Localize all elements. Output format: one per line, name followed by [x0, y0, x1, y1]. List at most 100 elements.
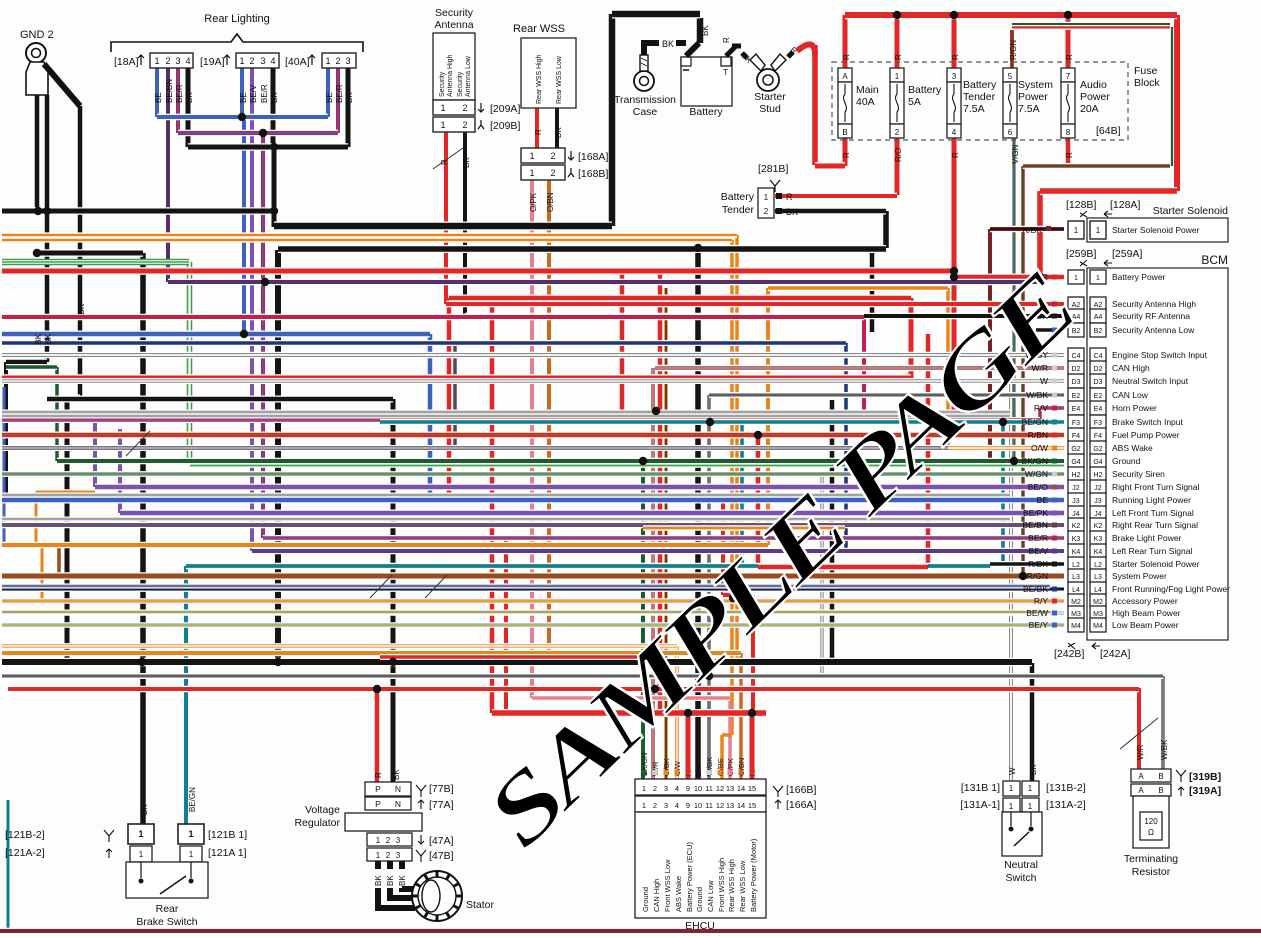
svg-text:[259B]: [259B] — [1066, 248, 1096, 260]
svg-text:A: A — [1138, 772, 1144, 781]
svg-text:BE/O: BE/O — [1028, 482, 1049, 492]
svg-text:[131A-2]: [131A-2] — [1046, 799, 1086, 811]
svg-text:BE/BN: BE/BN — [1022, 520, 1048, 530]
svg-text:Stud: Stud — [759, 103, 781, 115]
svg-text:1: 1 — [895, 72, 900, 81]
svg-text:3: 3 — [345, 56, 350, 66]
svg-text:Main: Main — [856, 84, 879, 96]
svg-text:Battery: Battery — [908, 84, 942, 96]
svg-text:BE/PK: BE/PK — [1023, 508, 1048, 518]
svg-text:B2: B2 — [1094, 328, 1103, 335]
svg-text:20A: 20A — [1080, 103, 1099, 115]
svg-text:2: 2 — [895, 128, 900, 137]
svg-text:BK: BK — [345, 92, 354, 103]
svg-text:R: R — [951, 54, 960, 60]
svg-text:Battery Power (ECU): Battery Power (ECU) — [685, 841, 694, 912]
svg-text:H2: H2 — [1094, 472, 1103, 479]
svg-text:2: 2 — [165, 56, 170, 66]
svg-text:14: 14 — [737, 784, 745, 793]
svg-text:1: 1 — [440, 103, 445, 113]
svg-text:BE/BN: BE/BN — [165, 79, 174, 103]
svg-text:BE: BE — [325, 92, 334, 103]
svg-text:K2: K2 — [1072, 523, 1081, 530]
svg-text:R: R — [1065, 152, 1074, 158]
svg-text:Block: Block — [1134, 77, 1160, 89]
svg-text:Brake Light Power: Brake Light Power — [1112, 533, 1182, 543]
svg-text:Ground: Ground — [1112, 456, 1141, 466]
svg-text:BK: BK — [786, 207, 798, 217]
svg-text:BE: BE — [1037, 495, 1049, 505]
svg-text:BK: BK — [1029, 764, 1038, 775]
svg-text:J2: J2 — [1094, 485, 1102, 492]
svg-text:R: R — [894, 54, 903, 60]
svg-text:1: 1 — [1009, 784, 1014, 793]
svg-text:2: 2 — [550, 151, 555, 161]
svg-text:Left Front Turn Signal: Left Front Turn Signal — [1112, 508, 1194, 518]
svg-text:R: R — [1065, 54, 1074, 60]
svg-text:3: 3 — [664, 801, 668, 810]
svg-text:BE/BK: BE/BK — [1023, 584, 1048, 594]
svg-text:2: 2 — [462, 103, 467, 113]
svg-text:O/BK: O/BK — [662, 758, 671, 776]
svg-text:K2: K2 — [1094, 523, 1103, 530]
svg-text:1: 1 — [1096, 226, 1101, 235]
svg-text:[40A]: [40A] — [285, 56, 310, 68]
svg-text:W/R: W/R — [651, 761, 660, 776]
svg-text:1: 1 — [642, 784, 646, 793]
svg-text:K4: K4 — [1072, 549, 1081, 556]
svg-text:BK: BK — [140, 804, 149, 815]
svg-text:Starter Solenoid: Starter Solenoid — [1153, 205, 1228, 217]
svg-text:V/GN: V/GN — [1011, 144, 1020, 164]
svg-text:J4: J4 — [1072, 511, 1080, 518]
svg-text:Rear WSS: Rear WSS — [513, 23, 565, 35]
svg-text:Left Rear Turn Signal: Left Rear Turn Signal — [1112, 546, 1192, 556]
svg-text:BK: BK — [462, 157, 471, 168]
svg-text:Resistor: Resistor — [1132, 866, 1171, 878]
svg-text:R: R — [440, 159, 449, 165]
svg-text:M2: M2 — [1093, 599, 1103, 606]
svg-text:[131B 1]: [131B 1] — [961, 782, 1000, 794]
svg-text:B2: B2 — [1072, 328, 1081, 335]
svg-text:Horn Power: Horn Power — [1112, 403, 1157, 413]
svg-text:Case: Case — [633, 106, 658, 118]
svg-text:Accessory Power: Accessory Power — [1112, 596, 1178, 606]
svg-text:CAN Low: CAN Low — [1112, 390, 1149, 400]
svg-text:R: R — [722, 37, 731, 43]
svg-text:7: 7 — [1066, 72, 1071, 81]
svg-text:Low Beam Power: Low Beam Power — [1112, 620, 1179, 630]
svg-text:Battery Power (Motor): Battery Power (Motor) — [749, 838, 758, 912]
svg-text:K4: K4 — [1094, 549, 1103, 556]
svg-text:R/BN: R/BN — [1028, 430, 1048, 440]
svg-text:5: 5 — [1008, 72, 1013, 81]
svg-text:N: N — [395, 799, 401, 809]
svg-text:[77B]: [77B] — [429, 783, 454, 795]
svg-text:BE/V: BE/V — [249, 84, 258, 103]
svg-text:Antenna Low: Antenna Low — [465, 55, 472, 97]
svg-text:R: R — [534, 129, 543, 135]
svg-text:L2: L2 — [1072, 562, 1080, 569]
svg-text:E2: E2 — [1072, 393, 1081, 400]
svg-text:BE/R: BE/R — [175, 84, 184, 103]
svg-text:3: 3 — [260, 56, 265, 66]
svg-text:Transmission: Transmission — [614, 94, 676, 106]
svg-text:G4: G4 — [1071, 459, 1080, 466]
svg-text:Fuel Pump Power: Fuel Pump Power — [1112, 430, 1180, 440]
svg-text:15: 15 — [748, 801, 756, 810]
svg-text:D3: D3 — [1072, 379, 1081, 386]
svg-text:ABS Wake: ABS Wake — [1112, 443, 1153, 453]
svg-text:Starter Solenoid Power: Starter Solenoid Power — [1112, 559, 1200, 569]
svg-text:Terminating: Terminating — [1124, 853, 1178, 865]
svg-text:11: 11 — [705, 784, 713, 793]
svg-text:2: 2 — [653, 801, 657, 810]
svg-text:Neutral Switch Input: Neutral Switch Input — [1112, 376, 1189, 386]
svg-text:O/PK: O/PK — [726, 758, 735, 776]
svg-text:M4: M4 — [1093, 623, 1103, 630]
svg-text:D2: D2 — [1094, 366, 1103, 373]
svg-text:BK: BK — [1037, 311, 1049, 321]
svg-text:Antenna High: Antenna High — [447, 54, 454, 97]
svg-text:O/BN: O/BN — [737, 758, 746, 776]
svg-text:12: 12 — [716, 801, 724, 810]
svg-text:1: 1 — [529, 151, 534, 161]
svg-text:[209A]: [209A] — [490, 103, 520, 115]
svg-text:[77A]: [77A] — [429, 799, 454, 811]
